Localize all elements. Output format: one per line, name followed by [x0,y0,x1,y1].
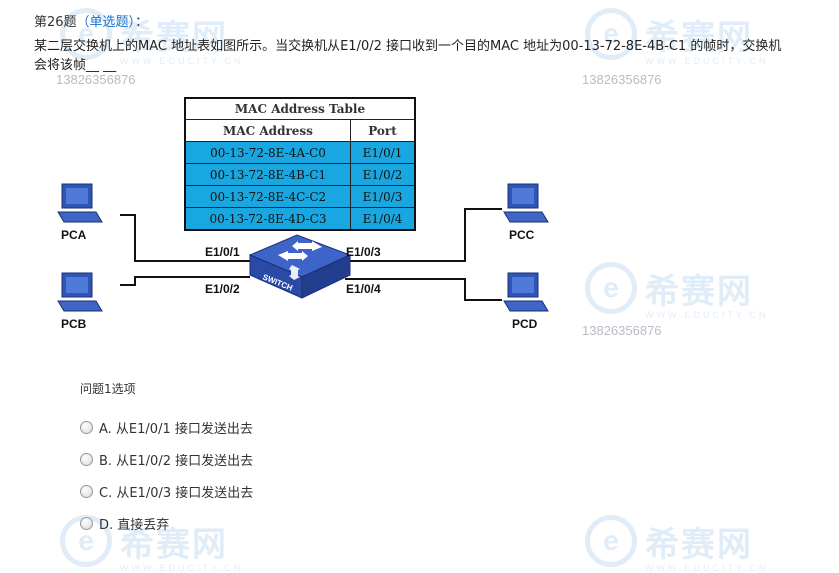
network-diagram: SWITCH MAC Address Table MAC Address Por… [40,95,580,345]
table-row: 00-13-72-8E-4B-C1 E1/0/2 [184,163,416,186]
pc-icon-pcc [503,183,549,223]
radio-a[interactable] [80,420,93,434]
option-a[interactable]: A. 从E1/0/1 接口发送出去 [80,411,253,443]
option-label-a[interactable]: A. 从E1/0/1 接口发送出去 [99,421,253,437]
table-row: 00-13-72-8E-4D-C3 E1/0/4 [184,207,416,231]
mac-cell: 00-13-72-8E-4D-C3 [184,207,351,231]
port-cell: E1/0/2 [350,163,416,186]
pc-icon-pcd [503,272,549,312]
radio-b[interactable] [80,452,93,466]
answer-options: 问题1选项 A. 从E1/0/1 接口发送出去 B. 从E1/0/2 接口发送出… [80,380,253,539]
option-d[interactable]: D. 直接丢弃 [80,507,253,539]
question-header: 第26题（单选题）： [34,11,148,30]
pc-label-pcb: PCB [61,317,87,331]
pc-icon-pcb [57,272,103,312]
question-colon: ： [135,15,149,30]
radio-c[interactable] [80,484,93,498]
watermark-phone: 13826356876 [56,72,136,87]
option-label-d[interactable]: D. 直接丢弃 [99,517,170,533]
option-label-c[interactable]: C. 从E1/0/3 接口发送出去 [99,485,254,501]
option-b[interactable]: B. 从E1/0/2 接口发送出去 [80,443,253,475]
options-title: 问题1选项 [80,382,136,396]
mac-cell: 00-13-72-8E-4B-C1 [184,163,351,186]
mac-table-header-mac: MAC Address [184,119,351,142]
pc-icon-pca [57,183,103,223]
pc-label-pcd: PCD [512,317,538,331]
table-row: 00-13-72-8E-4A-C0 E1/0/1 [184,141,416,164]
question-text-line2: 会将该帧__ __ [34,58,117,73]
watermark-phone: 13826356876 [582,323,662,338]
watermark-phone: 13826356876 [582,72,662,87]
port-label-e101: E1/0/1 [205,245,240,259]
mac-address-table: MAC Address Table MAC Address Port 00-13… [184,97,416,231]
network-links: SWITCH [120,208,502,301]
mac-table-header-port: Port [350,119,416,142]
question-type: （单选题） [76,15,136,30]
option-c[interactable]: C. 从E1/0/3 接口发送出去 [80,475,253,507]
mac-cell: 00-13-72-8E-4A-C0 [184,141,351,164]
table-row: 00-13-72-8E-4C-C2 E1/0/3 [184,185,416,208]
port-cell: E1/0/3 [350,185,416,208]
pc-label-pca: PCA [61,228,87,242]
port-label-e103: E1/0/3 [346,245,381,259]
question-text: 某二层交换机上的MAC 地址表如图所示。当交换机从E1/0/2 接口收到一个目的… [34,37,834,75]
port-label-e102: E1/0/2 [205,282,240,296]
option-label-b[interactable]: B. 从E1/0/2 接口发送出去 [99,453,254,469]
switch-icon: SWITCH [248,234,352,299]
port-cell: E1/0/1 [350,141,416,164]
question-text-line1: 某二层交换机上的MAC 地址表如图所示。当交换机从E1/0/2 接口收到一个目的… [34,39,782,54]
question-number: 第26题 [34,15,77,30]
mac-cell: 00-13-72-8E-4C-C2 [184,185,351,208]
mac-table-caption: MAC Address Table [184,97,416,120]
port-cell: E1/0/4 [350,207,416,231]
pc-label-pcc: PCC [509,228,535,242]
radio-d[interactable] [80,516,93,530]
port-label-e104: E1/0/4 [346,282,381,296]
